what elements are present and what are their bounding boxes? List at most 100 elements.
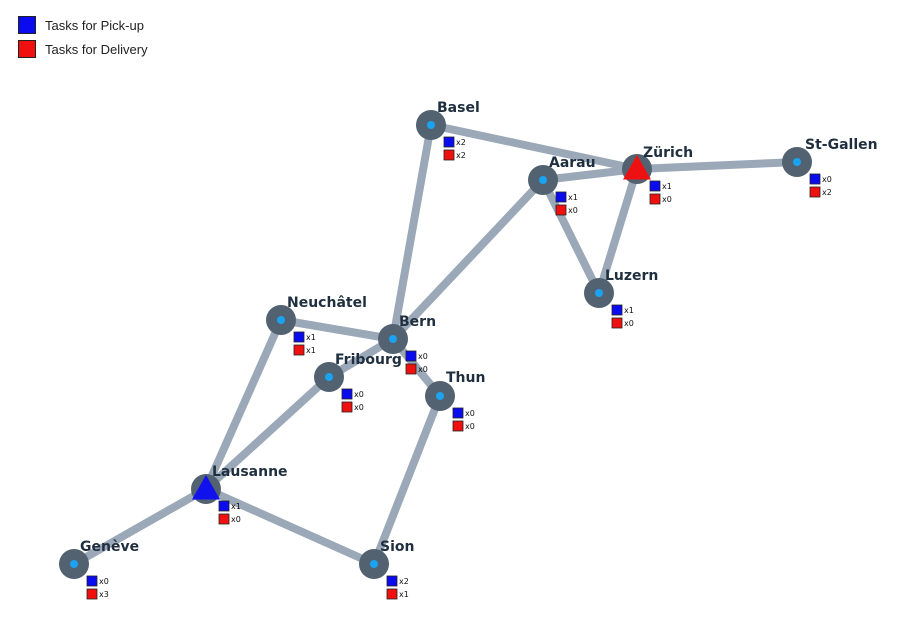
city-fribourg: Fribourg x0 x0 [314,352,402,413]
delivery-count: x1 [399,590,409,599]
delivery-count: x0 [662,195,672,204]
pickup-count: x1 [306,333,316,342]
city-label: Lausanne [212,464,288,480]
road-lausanne-geneve [70,485,210,568]
city-node-center [389,335,397,343]
delivery-task-box [293,344,305,356]
city-thun: Thun x0 x0 [425,370,485,432]
delivery-count: x0 [465,422,475,431]
city-label: Zürich [643,145,693,161]
pickup-count: x1 [662,182,672,191]
pickup-task-box [386,575,398,587]
city-label: Sion [380,539,414,555]
city-label: Thun [446,370,485,386]
delivery-count: x0 [624,319,634,328]
vehicles-layer [192,155,651,500]
city-label: Basel [437,100,480,116]
legend-item-delivery: Tasks for Delivery [18,38,148,60]
road-neuchatel-lausanne [202,316,285,493]
pickup-task-box [405,350,417,362]
pickup-count: x2 [399,577,409,586]
city-label: Bern [399,314,436,330]
pickup-task-box [218,500,230,512]
delivery-count: x2 [822,188,832,197]
road-aarau-luzern [539,176,603,297]
delivery-task-box [443,149,455,161]
city-label: Fribourg [335,352,402,368]
legend-swatch-pickup [18,16,36,34]
road-zurich-luzern [595,165,641,297]
road-zurich-aarau [539,165,641,184]
delivery-count: x0 [354,403,364,412]
city-bern: Bern x0 x0 [378,314,436,375]
delivery-count: x3 [99,590,109,599]
delivery-count: x2 [456,151,466,160]
city-node-center [277,316,285,324]
city-sion: Sion x2 x1 [359,539,414,600]
delivery-task-box [649,193,661,205]
city-basel: Basel x2 x2 [416,100,480,161]
pickup-task-box [809,173,821,185]
pickup-task-box [293,331,305,343]
pickup-count: x1 [568,193,578,202]
pickup-task-box [555,191,567,203]
delivery-task-box [341,401,353,413]
pickup-task-box [611,304,623,316]
city-label: Genève [80,539,139,555]
roads-layer [70,121,801,568]
city-label: Luzern [605,268,658,284]
city-luzern: Luzern x1 x0 [584,268,658,329]
delivery-task-box [405,363,417,375]
city-node-center [793,158,801,166]
road-lausanne-sion [202,485,378,568]
road-bern-neuchatel [277,316,397,343]
delivery-count: x0 [231,515,241,524]
pickup-task-box [443,136,455,148]
city-aarau: Aarau x1 x0 [528,155,596,216]
pickup-count: x0 [354,390,364,399]
city-geneve: Genève x0 x3 [59,539,139,600]
road-basel-zurich [427,121,641,173]
vehicle-blue-triangle-icon [192,475,220,500]
city-label: St-Gallen [805,137,878,153]
city-node-center [427,121,435,129]
road-thun-sion [370,392,444,568]
delivery-task-box [386,588,398,600]
delivery-task-box [555,204,567,216]
pickup-task-box [86,575,98,587]
city-node-center [539,176,547,184]
pickup-count: x0 [99,577,109,586]
legend-item-pickup: Tasks for Pick-up [18,14,148,36]
road-basel-bern [389,121,435,343]
road-aarau-bern [389,176,547,343]
city-node-center [325,373,333,381]
city-node-center [70,560,78,568]
delivery-task-box [611,317,623,329]
legend-label-delivery: Tasks for Delivery [45,41,148,57]
delivery-count: x1 [306,346,316,355]
pickup-count: x2 [456,138,466,147]
delivery-count: x0 [568,206,578,215]
road-zurich-st-gallen [633,158,801,173]
city-node-center [436,392,444,400]
road-fribourg-lausanne [202,373,333,493]
legend: Tasks for Pick-up Tasks for Delivery [18,14,148,62]
legend-label-pickup: Tasks for Pick-up [45,17,144,33]
pickup-task-box [452,407,464,419]
delivery-count: x0 [418,365,428,374]
vehicle-red-triangle-icon [623,155,651,180]
city-label: Aarau [549,155,596,171]
legend-swatch-delivery [18,40,36,58]
pickup-count: x1 [624,306,634,315]
pickup-count: x0 [418,352,428,361]
city-node-center [370,560,378,568]
pickup-task-box [341,388,353,400]
delivery-task-box [218,513,230,525]
pickup-count: x1 [231,502,241,511]
pickup-count: x0 [465,409,475,418]
pickup-task-box [649,180,661,192]
